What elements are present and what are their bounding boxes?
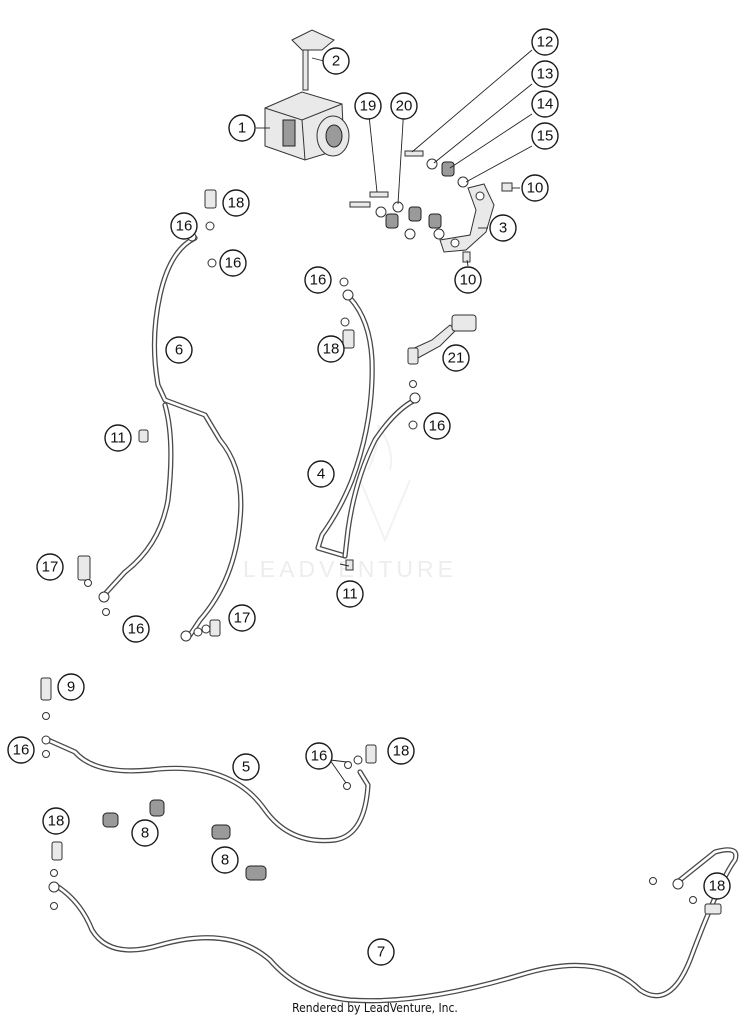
svg-text:16: 16 — [128, 621, 145, 638]
callout-12: 12 — [531, 28, 559, 56]
fittings-bottom-left[interactable] — [77, 555, 221, 642]
svg-text:6: 6 — [175, 342, 183, 359]
abs-unit[interactable] — [264, 91, 350, 161]
callout-16f: 16 — [7, 736, 35, 764]
leader-lines — [256, 49, 533, 784]
callout-8a: 8 — [131, 819, 159, 847]
svg-text:13: 13 — [537, 66, 554, 83]
svg-text:18: 18 — [709, 878, 726, 895]
fittings-center[interactable] — [339, 277, 421, 571]
svg-text:11: 11 — [342, 586, 358, 603]
brake-line-4[interactable] — [315, 295, 418, 559]
svg-text:9: 9 — [67, 679, 75, 696]
callout-13: 13 — [531, 60, 559, 88]
svg-text:5: 5 — [242, 759, 250, 776]
callout-10a: 10 — [521, 174, 549, 202]
bracket[interactable] — [439, 183, 495, 253]
abs-sensor[interactable] — [407, 314, 477, 365]
callout-3: 3 — [489, 214, 517, 242]
callout-17a: 17 — [36, 553, 64, 581]
svg-text:21: 21 — [448, 350, 465, 367]
callout-10b: 10 — [454, 266, 482, 294]
callout-6: 6 — [165, 336, 193, 364]
svg-text:10: 10 — [527, 180, 544, 197]
callout-5: 5 — [232, 753, 260, 781]
brake-line-7[interactable] — [52, 847, 739, 1004]
svg-text:18: 18 — [323, 341, 340, 358]
brake-line-5[interactable] — [45, 737, 371, 844]
svg-text:3: 3 — [499, 220, 507, 237]
svg-text:10: 10 — [460, 272, 477, 289]
svg-text:16: 16 — [13, 742, 30, 759]
svg-text:16: 16 — [176, 218, 193, 235]
svg-text:16: 16 — [225, 255, 242, 272]
callout-8b: 8 — [211, 846, 239, 874]
fittings-line-5[interactable] — [40, 677, 377, 790]
callout-16d: 16 — [423, 412, 451, 440]
callout-18b: 18 — [317, 335, 345, 363]
svg-text:16: 16 — [429, 418, 446, 435]
svg-text:12: 12 — [537, 34, 554, 51]
svg-text:11: 11 — [110, 430, 126, 447]
svg-text:17: 17 — [42, 559, 59, 576]
svg-text:14: 14 — [537, 96, 554, 113]
svg-text:2: 2 — [332, 53, 340, 70]
callout-9: 9 — [57, 673, 85, 701]
svg-text:8: 8 — [141, 825, 149, 842]
svg-text:19: 19 — [360, 98, 377, 115]
render-credit: Rendered by LeadVenture, Inc. — [292, 1001, 458, 1015]
abs-mount-plate[interactable] — [291, 29, 335, 91]
callout-7: 7 — [367, 938, 395, 966]
svg-text:20: 20 — [396, 98, 413, 115]
fittings-line-7[interactable] — [48, 841, 722, 915]
callout-11a: 11 — [104, 424, 132, 452]
callout-4: 4 — [307, 460, 335, 488]
svg-text:7: 7 — [377, 944, 385, 961]
callout-2: 2 — [322, 47, 350, 75]
mount-hardware[interactable] — [349, 150, 513, 263]
callout-17b: 17 — [228, 604, 256, 632]
svg-text:1: 1 — [238, 120, 246, 137]
svg-text:16: 16 — [310, 272, 327, 289]
hose-clips[interactable] — [102, 799, 267, 881]
svg-text:8: 8 — [221, 852, 229, 869]
svg-text:18: 18 — [228, 195, 245, 212]
callout-21: 21 — [442, 344, 470, 372]
callout-16c: 16 — [304, 266, 332, 294]
callout-18e: 18 — [703, 872, 731, 900]
watermark-logo — [359, 424, 411, 543]
callout-16b: 16 — [219, 249, 247, 277]
callout-20: 20 — [390, 92, 418, 120]
callout-14: 14 — [531, 90, 559, 118]
callout-1: 1 — [228, 114, 256, 142]
svg-text:17: 17 — [234, 610, 251, 627]
callout-18d: 18 — [42, 807, 70, 835]
callout-16g: 16 — [305, 742, 333, 770]
svg-text:18: 18 — [393, 743, 410, 760]
callout-18c: 18 — [387, 737, 415, 765]
callout-19: 19 — [354, 92, 382, 120]
callout-16e: 16 — [122, 615, 150, 643]
svg-text:4: 4 — [317, 466, 325, 483]
svg-text:18: 18 — [48, 813, 65, 830]
callout-11b: 11 — [336, 580, 364, 608]
svg-text:15: 15 — [537, 128, 554, 145]
brake-line-6[interactable] — [101, 235, 244, 638]
callout-16a: 16 — [170, 212, 198, 240]
callout-15: 15 — [531, 122, 559, 150]
callout-18a: 18 — [222, 189, 250, 217]
svg-text:16: 16 — [311, 748, 328, 765]
